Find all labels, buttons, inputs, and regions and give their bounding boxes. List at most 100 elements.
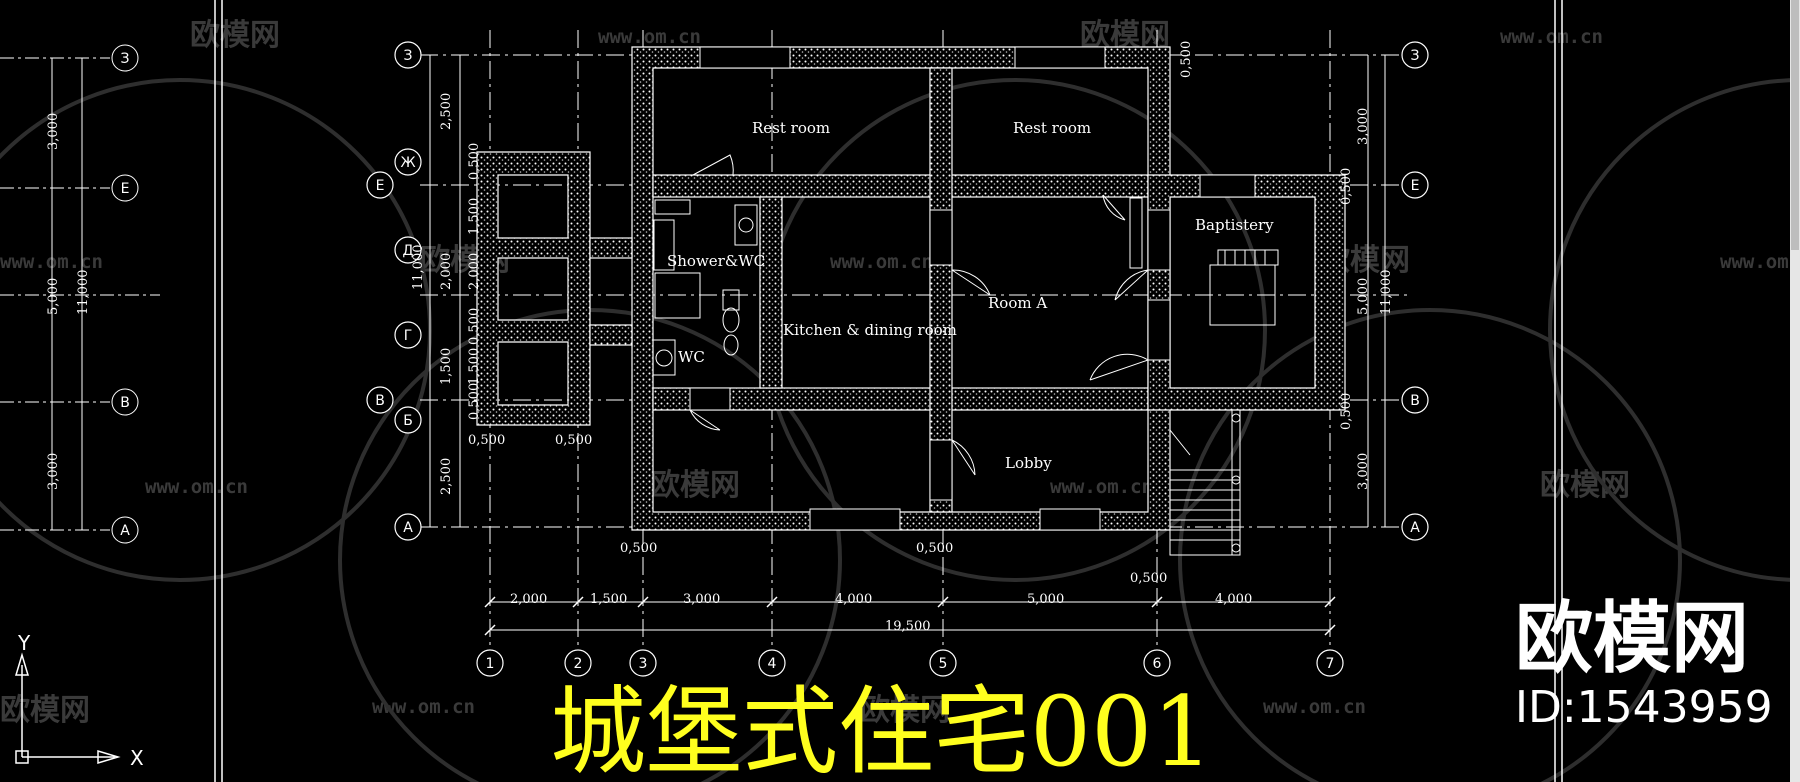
dim-label: 0,500 — [1130, 571, 1167, 586]
dim-label: 5,000 — [1356, 278, 1371, 315]
dim-label: 0,500 — [467, 383, 482, 420]
dim-label: 11,000 — [1379, 270, 1394, 316]
dim-label: 0,500 — [1179, 41, 1194, 78]
watermark-url: www.om.cn — [372, 696, 475, 718]
grid-bubble-label: 4 — [768, 656, 777, 672]
grid-bubble-label: 2 — [574, 656, 583, 672]
dim-label: 1,500 — [590, 592, 627, 607]
dim-label: 0,500 — [916, 541, 953, 556]
watermark-url: www.om.cn — [1720, 251, 1800, 273]
dim-label: 1,500 — [467, 348, 482, 385]
grid-bubble-label: Ж — [400, 155, 415, 171]
watermark-url: www.om.cn — [1500, 26, 1603, 48]
room-label-baptistery: Baptistery — [1195, 216, 1274, 234]
dim-label: 4,000 — [1215, 592, 1252, 607]
drawing-title: 城堡式住宅001 — [550, 676, 1213, 782]
dim-label: 4,000 — [835, 592, 872, 607]
grid-bubbles — [366, 41, 1429, 677]
grid-bubble-label: З — [121, 51, 130, 67]
grid-bubble-labels: З Ж Е Д Г В Б А З Е В А 1 2 3 4 5 6 7 — [375, 48, 1420, 672]
dim-label: 2,000 — [510, 592, 547, 607]
room-label-lobby: Lobby — [1005, 454, 1052, 472]
grid-bubble-label: 1 — [486, 656, 495, 672]
watermark-url: www.om.cn — [145, 476, 248, 498]
fixtures — [652, 199, 1279, 376]
grid-bubble-label: В — [120, 395, 130, 411]
dim-label: 3,000 — [683, 592, 720, 607]
ucs-x-label: X — [130, 746, 144, 770]
watermark-logo: 欧模网 — [190, 18, 280, 53]
dim-label: 0,500 — [555, 433, 592, 448]
dim-label: 0,500 — [467, 143, 482, 180]
watermark-url: www.om.cn — [1050, 476, 1153, 498]
grid-bubble-label: А — [403, 520, 413, 536]
grid-bubble-label: 3 — [639, 656, 648, 672]
grid-bubble-label: Е — [376, 178, 385, 194]
dim-label: 3,000 — [1356, 453, 1371, 490]
watermark-logo: 欧模网 — [650, 468, 740, 503]
ucs-icon — [14, 652, 121, 765]
grid-bubble-label: Е — [1411, 178, 1420, 194]
grid-bubble-label: 7 — [1326, 656, 1335, 672]
dim-label: 1,500 — [467, 198, 482, 235]
ucs-y-label: Y — [17, 631, 31, 655]
door-swings — [689, 154, 1191, 476]
dim-label: 2,000 — [467, 253, 482, 290]
openings — [653, 46, 1256, 531]
brand-logo: 欧模网 — [1515, 594, 1749, 684]
scrollbar-thumb[interactable] — [1791, 0, 1799, 250]
room-labels: Rest room Rest room Shower&WC Kitchen & … — [667, 119, 1274, 472]
walls — [476, 46, 1346, 531]
far-left-labels: З Е В А 3,000 5,000 3,000 11,000 — [46, 51, 130, 539]
grid-bubble-label: Г — [404, 328, 413, 344]
grid-bubble-label: 6 — [1153, 656, 1162, 672]
dim-label: 5,000 — [1027, 592, 1064, 607]
grid-bubble-label: Б — [403, 413, 413, 429]
dim-label: 0,500 — [468, 433, 505, 448]
room-label-wc: WC — [678, 348, 705, 366]
grid-bubble-label: В — [1410, 393, 1420, 409]
watermark-url: www.om.cn — [830, 251, 933, 273]
dim-label: 11,000 — [411, 245, 426, 291]
grid-bubble-label: В — [375, 393, 385, 409]
dim-label: 2,000 — [439, 253, 454, 290]
watermark-url: www.om.cn — [0, 251, 103, 273]
room-label-rest-room: Rest room — [1013, 119, 1091, 137]
dim-label: 3,000 — [46, 113, 61, 150]
dim-label: 2,500 — [439, 458, 454, 495]
dim-total-label: 19,500 — [885, 619, 931, 634]
dim-label: 0,500 — [1339, 393, 1354, 430]
dim-label: 2,500 — [439, 93, 454, 130]
stair — [1169, 409, 1241, 556]
room-label-room-a: Room A — [988, 294, 1047, 312]
dim-label: 3,000 — [1356, 108, 1371, 145]
dim-label: 5,000 — [46, 278, 61, 315]
dim-label: 0,500 — [1339, 168, 1354, 205]
vertical-scrollbar[interactable] — [1790, 0, 1800, 782]
grid-bubble-label: 5 — [939, 656, 948, 672]
dim-label: 0,500 — [467, 308, 482, 345]
room-label-shower-wc: Shower&WC — [667, 252, 765, 270]
grid-bubble-label: Д — [403, 243, 414, 259]
viewport-borders — [214, 0, 1563, 782]
watermark-url: www.om.cn — [1263, 696, 1366, 718]
dim-label: 0,500 — [620, 541, 657, 556]
dimension-labels: 2,000 1,500 3,000 4,000 5,000 4,000 19,5… — [411, 41, 1394, 634]
watermark-url: www.om.cn — [598, 26, 701, 48]
room-label-kitchen: Kitchen & dining room — [783, 321, 957, 339]
model-id: ID:1543959 — [1515, 682, 1773, 733]
dim-label: 1,500 — [439, 348, 454, 385]
dim-label: 11,000 — [76, 270, 91, 316]
far-left-viewport — [0, 44, 160, 544]
grid-bubble-label: З — [1411, 48, 1420, 64]
dimension-lines — [429, 55, 1386, 636]
grid-bubble-label: З — [404, 48, 413, 64]
watermark-logo: 欧模网 — [860, 693, 950, 728]
watermark-logo: 欧模网 — [0, 693, 90, 728]
dim-label: 3,000 — [46, 453, 61, 490]
grid-bubble-label: Е — [121, 181, 130, 197]
grid-bubble-label: А — [1410, 520, 1420, 536]
room-label-rest-room: Rest room — [752, 119, 830, 137]
grid-bubble-label: А — [120, 523, 130, 539]
